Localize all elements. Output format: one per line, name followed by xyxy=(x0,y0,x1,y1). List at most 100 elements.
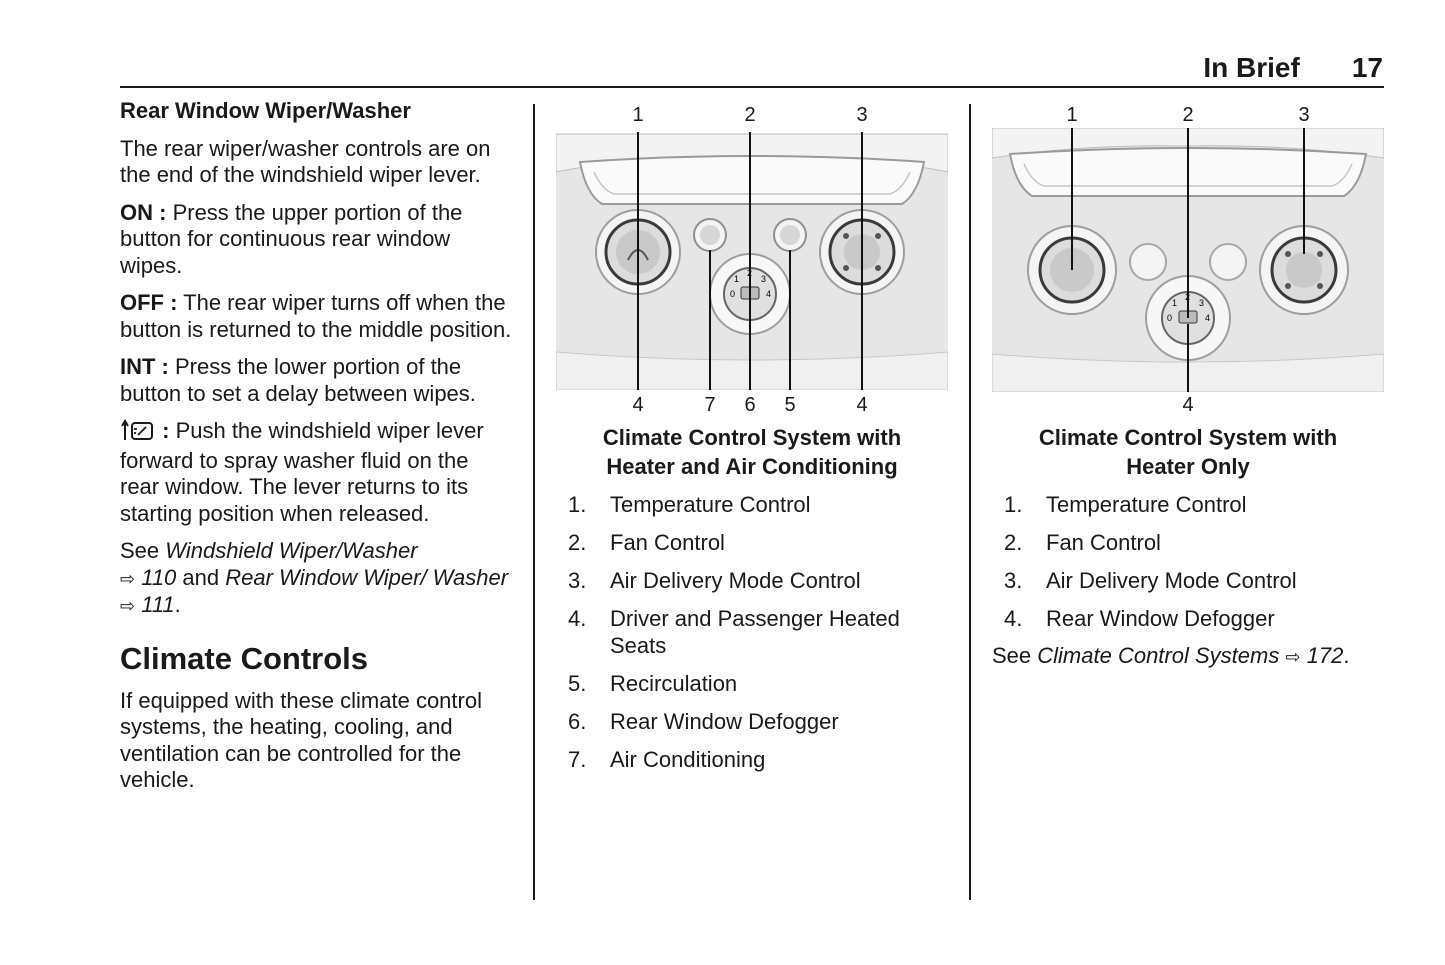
ref-windshield-wiper[interactable]: Windshield Wiper/Washer xyxy=(165,538,418,563)
fan-dial-1: 1 xyxy=(734,274,739,284)
fan-dial-3: 3 xyxy=(1199,298,1204,308)
header-rule xyxy=(120,86,1384,88)
callout-bottom-5: 5 xyxy=(784,394,796,416)
list-item: 6. Rear Window Defogger xyxy=(568,709,938,736)
list-text: Temperature Control xyxy=(1046,492,1247,517)
blank-button-right xyxy=(1209,243,1247,281)
rear-wiper-heading: Rear Window Wiper/Washer xyxy=(120,98,411,123)
see-suffix: . xyxy=(174,592,181,617)
recirculation-button xyxy=(773,218,807,252)
ref-rear-window-wiper[interactable]: Rear Window Wiper/ Washer xyxy=(225,564,509,590)
list-number: 4. xyxy=(568,606,587,631)
list-number: 4. xyxy=(1004,606,1023,631)
list-item: 7. Air Conditioning xyxy=(568,747,938,774)
blank-button-left xyxy=(1129,243,1167,281)
list-text: Rear Window Defogger xyxy=(1046,606,1275,631)
list-item: 1.Temperature Control xyxy=(568,492,938,519)
off-paragraph: OFF : The rear wiper turns off when the … xyxy=(120,290,512,343)
on-label: ON : xyxy=(120,199,167,225)
list-text: Fan Control xyxy=(1046,530,1161,555)
off-label: OFF : xyxy=(120,290,178,315)
see-suffix: . xyxy=(1343,643,1350,668)
legend-heater-only: 1.Temperature Control 2.Fan Control 3.Ai… xyxy=(1004,492,1374,644)
off-text: The rear wiper turns off when the button… xyxy=(120,290,512,342)
list-item: 1. Temperature Control xyxy=(1004,492,1374,519)
callout-top-1: 1 xyxy=(632,104,644,126)
see-prefix: See xyxy=(120,538,166,563)
figure-heater-only: 1 2 3 0 1 2 3 4 xyxy=(992,100,1384,420)
list-number: 1. xyxy=(1004,492,1023,517)
left-column: Rear Window Wiper/Washer The rear wiper/… xyxy=(120,98,512,805)
caption-line-2: Heater and Air Conditioning xyxy=(606,453,898,479)
ac-button xyxy=(693,218,727,252)
washer-paragraph: : Push the windshield wiper lever forwar… xyxy=(120,418,512,527)
legend-heater-ac: 1.Temperature Control 2. Fan Control 3. Ai… xyxy=(568,492,938,785)
list-number: 5. xyxy=(568,670,587,696)
callout-top-2: 2 xyxy=(1182,104,1194,126)
page-ref-arrow-icon: ⇨ xyxy=(120,568,136,589)
washer-label: : xyxy=(156,418,170,443)
list-item: 4. Driver and Passenger Heated Seats xyxy=(568,606,938,659)
list-item: 2. Fan Control xyxy=(568,530,938,557)
on-paragraph: ON : Press the upper portion of the butt… xyxy=(120,200,512,280)
air-mode-knob xyxy=(1259,225,1349,315)
fan-dial-4: 4 xyxy=(766,289,771,299)
fan-dial-1: 1 xyxy=(1172,298,1177,308)
caption-line-1: Climate Control System with xyxy=(1038,425,1338,450)
see-middle: and xyxy=(176,564,226,590)
callout-bottom-4-left: 4 xyxy=(632,394,644,416)
list-text: Air Delivery Mode Control xyxy=(610,568,861,593)
page-header: In Brief 17 xyxy=(1203,52,1383,84)
list-number: 2. xyxy=(568,530,587,555)
page-ref-arrow-icon: ⇨ xyxy=(120,596,136,616)
list-item: 4. Rear Window Defogger xyxy=(1004,606,1374,633)
int-text: Press the lower portion of the button to… xyxy=(120,354,476,406)
list-item: 3. Air Delivery Mode Control xyxy=(568,568,938,595)
column-divider-2 xyxy=(969,104,971,900)
page-ref-arrow-icon: ⇨ xyxy=(1285,647,1301,667)
see-climate-control: See Climate Control Systems ⇨ 172. xyxy=(992,643,1350,669)
figure-heater-ac: 1 2 3 0 1 2 3 4 xyxy=(556,104,948,418)
see-also-paragraph: See Windshield Wiper/Washer ⇨ 110 and Re… xyxy=(120,538,512,620)
section-title: In Brief xyxy=(1203,52,1300,83)
page-number: 17 xyxy=(1351,52,1383,83)
ref-climate-control-systems[interactable]: Climate Control Systems xyxy=(1037,643,1280,668)
ref-page-110[interactable]: 110 xyxy=(141,564,177,590)
list-text: Recirculation xyxy=(610,670,738,696)
climate-panel-heater-illustration: 0 1 2 3 4 xyxy=(992,128,1384,392)
caption-line-1: Climate Control System with xyxy=(602,425,902,450)
callout-top-1: 1 xyxy=(1066,104,1078,126)
list-number: 1. xyxy=(568,492,587,517)
callout-top-3: 3 xyxy=(856,104,868,126)
int-label: INT : xyxy=(120,354,169,379)
see-prefix: See xyxy=(992,643,1038,668)
callout-bottom-4-right: 4 xyxy=(856,394,868,416)
washer-text: Push the windshield wiper lever forward … xyxy=(120,418,484,526)
callout-bottom-7: 7 xyxy=(704,394,716,416)
list-number: 3. xyxy=(568,568,587,593)
ref-page-172[interactable]: 172 xyxy=(1306,643,1344,668)
list-text: Rear Window Defogger xyxy=(610,708,839,734)
list-number: 7. xyxy=(568,746,587,772)
callout-top-3: 3 xyxy=(1298,104,1310,126)
list-item: 5. Recirculation xyxy=(568,671,938,698)
int-paragraph: INT : Press the lower portion of the but… xyxy=(120,354,512,407)
list-text: Driver and Passenger Heated Seats xyxy=(610,606,900,658)
climate-controls-intro: If equipped with these climate control s… xyxy=(120,687,482,793)
climate-panel-ac-illustration: 0 1 2 3 4 xyxy=(556,132,948,390)
list-text: Fan Control xyxy=(610,530,725,555)
fan-dial-0: 0 xyxy=(1167,313,1172,323)
list-number: 2. xyxy=(1004,530,1023,555)
caption-heater-ac: Climate Control System with Heater and A… xyxy=(556,424,948,481)
callout-bottom-4: 4 xyxy=(1182,394,1194,416)
callout-bottom-6: 6 xyxy=(744,394,756,416)
fan-dial-0: 0 xyxy=(730,289,735,299)
rear-wiper-intro: The rear wiper/washer controls are on th… xyxy=(120,135,491,188)
column-divider-1 xyxy=(533,104,535,900)
caption-heater-only: Climate Control System with Heater Only xyxy=(992,424,1384,481)
climate-controls-heading: Climate Controls xyxy=(120,640,369,676)
callout-top-2: 2 xyxy=(744,104,756,126)
list-text: Air Conditioning xyxy=(610,746,766,772)
list-number: 6. xyxy=(568,708,587,734)
ref-page-111[interactable]: 111 xyxy=(141,592,175,617)
